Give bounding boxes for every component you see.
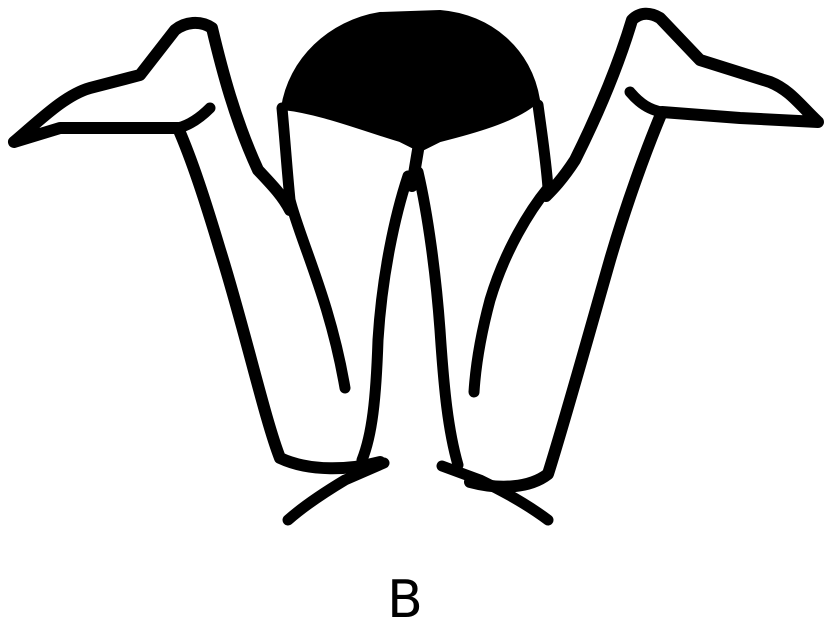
- right-inner-leg: [418, 172, 458, 465]
- right-foot-strut: [442, 466, 548, 520]
- left-limb-inner-contour: [282, 108, 345, 388]
- left-limb-upper-stroke: [178, 108, 210, 128]
- figure-label: B: [365, 572, 445, 628]
- dark-cap-shape: [283, 12, 538, 150]
- right-limb-upper-stroke: [630, 92, 662, 112]
- left-inner-leg: [362, 176, 408, 460]
- right-limb-inner-contour: [474, 105, 548, 392]
